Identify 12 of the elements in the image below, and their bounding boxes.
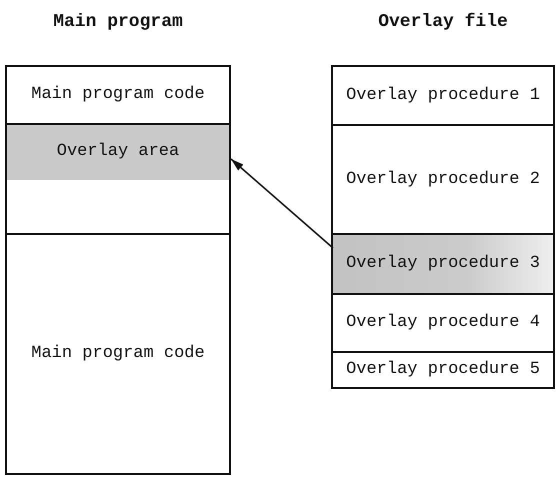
section-label: Main program code [31, 84, 205, 106]
section-label: Overlay procedure 5 [346, 359, 540, 381]
column-heading: Overlay file [378, 11, 508, 34]
section-label: Main program code [31, 343, 205, 365]
section-label: Overlay procedure 2 [346, 168, 540, 190]
memory-section [333, 233, 553, 293]
arrow [230, 158, 334, 249]
section-label: Overlay procedure 1 [346, 84, 540, 106]
column-heading: Main program [53, 11, 183, 34]
section-label: Overlay procedure 3 [346, 253, 540, 275]
section-label: Overlay area [56, 140, 180, 162]
section-label: Overlay procedure 4 [346, 312, 540, 334]
